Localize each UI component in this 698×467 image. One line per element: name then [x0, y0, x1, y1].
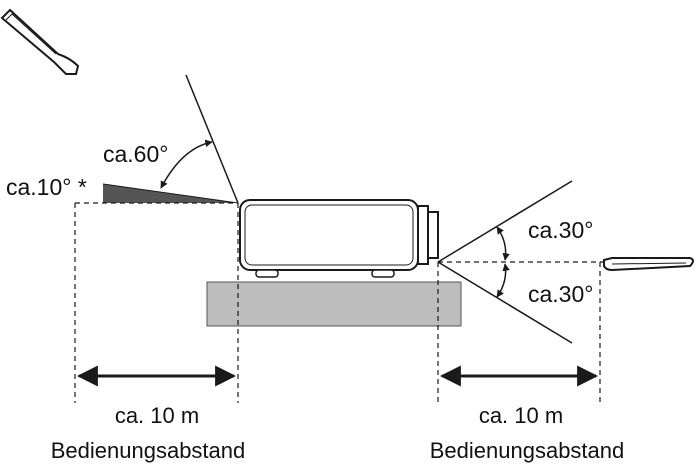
- remote-control-upper-icon: [0, 8, 80, 75]
- rear-distance-label: ca. 10 m: [115, 403, 199, 428]
- angle-30-upper-arc: [496, 226, 510, 261]
- angle-30-lower-arc: [496, 263, 510, 298]
- rear-distance-caption: Bedienungsabstand: [51, 438, 246, 463]
- angle-60-arc: [160, 139, 213, 189]
- front-distance-label: ca. 10 m: [479, 403, 563, 428]
- front-upper-ray: [437, 180, 573, 263]
- remote-control-right-icon: [603, 257, 694, 272]
- front-upper-angle-label: ca.30°: [528, 217, 593, 243]
- left-angle-label: ca.10° *: [6, 174, 87, 200]
- rear-top-ray: [185, 74, 239, 204]
- front-distance-caption: Bedienungsabstand: [430, 438, 625, 463]
- top-angle-label: ca.60°: [103, 141, 168, 167]
- projector-icon: [239, 199, 439, 278]
- front-lower-ray: [437, 261, 573, 344]
- front-lower-angle-label: ca.30°: [528, 281, 593, 307]
- table: [206, 281, 462, 327]
